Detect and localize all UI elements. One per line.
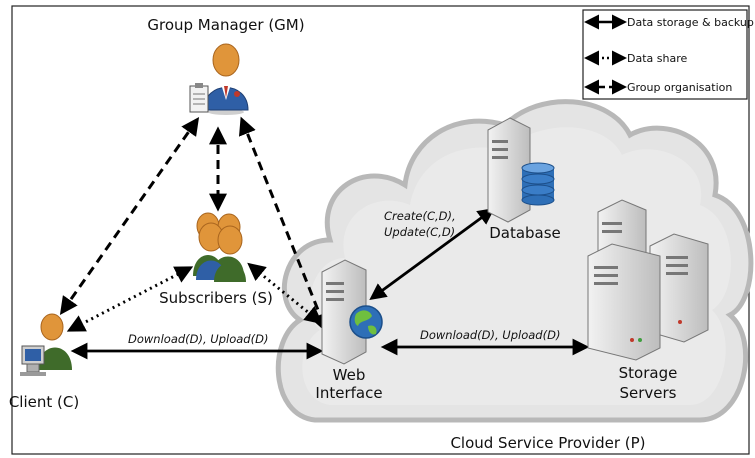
storage-label-1: Storage — [619, 364, 678, 382]
web-interface-label-1: Web — [333, 366, 366, 384]
gm-label: Group Manager (GM) — [147, 16, 304, 34]
legend-share: Data share — [627, 52, 687, 65]
legend: Data storage & backup Data share Group o… — [582, 9, 754, 100]
server-icon — [487, 117, 531, 223]
client-subscribers-arrow — [66, 266, 194, 332]
database-icon — [521, 162, 555, 206]
web-database-arrow — [369, 208, 495, 300]
outer-frame — [11, 5, 750, 455]
client-web-label: Download(D), Upload(D) — [128, 332, 268, 346]
connectors — [59, 116, 590, 360]
server-icon — [649, 233, 709, 343]
database-label: Database — [489, 224, 561, 242]
globe-icon — [349, 305, 383, 339]
legend-group: Group organisation — [627, 81, 732, 94]
client-label: Client (C) — [9, 393, 79, 411]
web-interface-label-2: Interface — [315, 384, 382, 402]
update-label: Update(C,D) — [384, 225, 455, 239]
client-icon — [20, 313, 72, 376]
server-icon — [587, 243, 661, 361]
web-storage-label: Download(D), Upload(D) — [420, 328, 560, 342]
csp-label: Cloud Service Provider (P) — [450, 434, 645, 452]
subscribers-icon — [193, 212, 246, 282]
create-label: Create(C,D), — [384, 209, 456, 223]
computer-icon — [20, 345, 46, 376]
server-icon — [321, 259, 367, 365]
legend-storage: Data storage & backup — [627, 16, 754, 29]
subscribers-label: Subscribers (S) — [159, 289, 273, 307]
gm-client-arrow — [59, 117, 200, 315]
manager-icon — [189, 43, 249, 115]
clipboard-icon — [189, 83, 209, 113]
storage-label-2: Servers — [619, 384, 676, 402]
